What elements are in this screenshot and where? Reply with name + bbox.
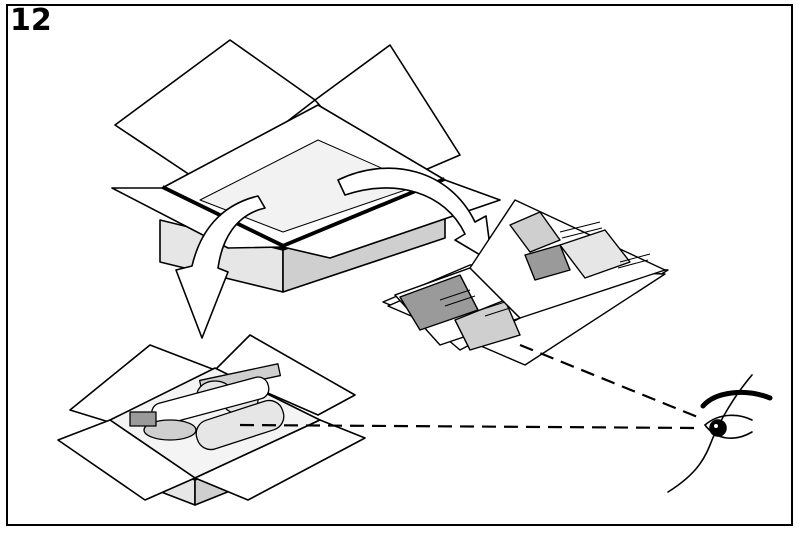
- curved-arrow-icon: [175, 195, 266, 339]
- step-number: 12: [10, 3, 52, 38]
- instruction-manual-icon: [382, 199, 669, 366]
- parts-box-icon: [57, 334, 366, 506]
- sight-line: [239, 343, 701, 430]
- open-shipping-box-icon: [111, 39, 501, 293]
- eye-icon: [667, 374, 773, 493]
